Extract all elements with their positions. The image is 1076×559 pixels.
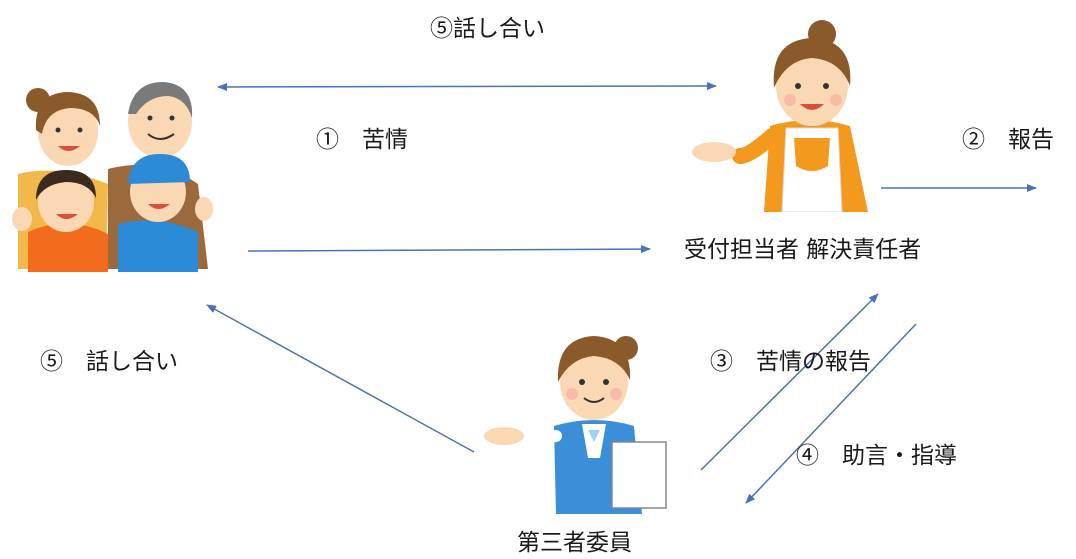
arrow-advice xyxy=(745,323,917,504)
label-complaint: ① 苦情 xyxy=(316,127,408,153)
label-complaint-report: ③ 苦情の報告 xyxy=(710,349,871,375)
arrow-left-talk xyxy=(206,304,475,453)
arrow-complaint xyxy=(247,245,651,254)
label-advice: ④ 助言・指導 xyxy=(796,443,957,469)
arrow-top-talk xyxy=(217,82,717,91)
label-report: ② 報告 xyxy=(962,127,1054,153)
label-staff: 受付担当者 解決責任者 xyxy=(684,237,922,263)
third-party-member-illustration xyxy=(484,336,667,514)
label-third-party: 第三者委員 xyxy=(517,530,632,556)
family-illustration xyxy=(12,82,213,272)
receptionist-illustration xyxy=(692,20,868,212)
label-left-talk: ⑤ 話し合い xyxy=(40,349,178,375)
arrow-complaint-report xyxy=(700,293,879,471)
label-top-talk: ⑤話し合い xyxy=(430,16,545,42)
